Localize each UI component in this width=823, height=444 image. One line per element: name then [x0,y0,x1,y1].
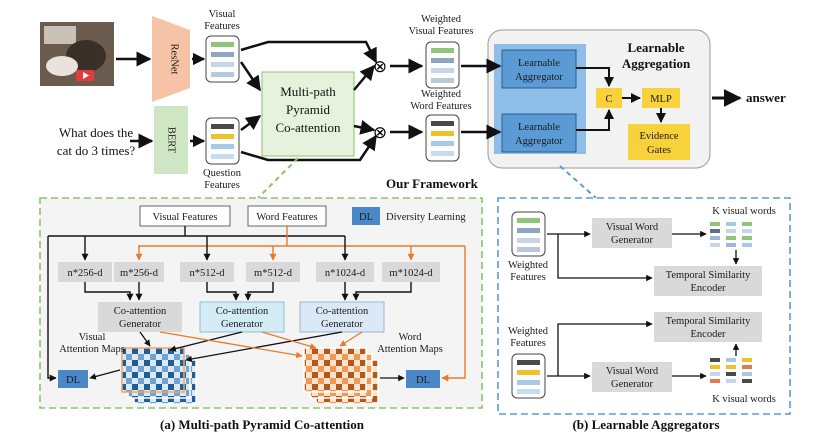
coatt-gen-3-l2: Generator [321,319,363,330]
question-line-1: What does the [59,125,134,140]
panel-a-visual-features: Visual Features [153,212,218,223]
aggregator-bottom-l2: Aggregator [515,136,563,147]
diversity-learning-label: Diversity Learning [386,212,466,223]
resnet-encoder: ResNet [152,16,190,102]
coatt-gen-3-l1: Co-attention [316,306,369,317]
b-tse-bot-l1: Temporal Similarity [666,316,751,327]
evidence-gates-l2: Gates [647,145,671,156]
coattention-l2: Pyramid [286,102,331,117]
visual-attention-l2: Attention Maps [59,344,125,355]
learnable-aggregation-panel: Learnable Aggregator Learnable Aggregato… [487,29,711,169]
b-vwg-top-l2: Generator [611,235,653,246]
aggregator-top-l2: Aggregator [515,72,563,83]
dl-legend-label: DL [359,212,373,223]
dim-boxes: n*256-d m*256-d n*512-d m*512-d n*1024-d… [58,262,440,282]
resnet-label: ResNet [169,44,180,75]
evidence-gates-l1: Evidence [639,131,678,142]
dim-4: n*1024-d [325,268,366,279]
coatt-gen-1-l1: Co-attention [114,306,167,317]
question-features-l2: Features [204,180,240,191]
b-weighted-top-l1: Weighted [508,260,549,271]
learnable-aggregation-l1: Learnable [627,40,684,55]
question-line-2: cat do 3 times? [57,143,136,158]
dim-5: m*1024-d [389,268,433,279]
b-kvw-top: K visual words [712,206,776,217]
bert-encoder: BERT [154,106,188,174]
dim-2: n*512-d [190,268,226,279]
coatt-gen-2-l1: Co-attention [216,306,269,317]
panel-b: Weighted Features Visual Word Generator … [497,197,791,415]
visual-feature-stack [205,35,240,83]
question-features-l1: Question [203,168,242,179]
weighted-word-l1: Weighted [421,89,462,100]
dim-3: m*512-d [254,268,293,279]
answer-label: answer [746,90,786,105]
b-weighted-bot-l2: Features [510,338,546,349]
weighted-visual-l2: Visual Features [409,26,474,37]
bert-label: BERT [166,127,177,154]
b-tse-top-l2: Encoder [691,283,726,294]
weighted-visual-stack [425,41,460,89]
video-thumbnail [40,22,114,86]
panel-a: Visual Features Word Features DL Diversi… [39,197,483,409]
aggregator-top-l1: Learnable [518,58,560,69]
coatt-gen-2-l2: Generator [221,319,263,330]
multiply-icon-visual: ⊗ [373,57,387,76]
k-visual-words-top [710,222,752,247]
b-tse-bot-l2: Encoder [691,329,726,340]
b-weighted-bot-l1: Weighted [508,326,549,337]
b-tse-top-l1: Temporal Similarity [666,270,751,281]
b-weighted-top-l2: Features [510,272,546,283]
b-vwg-bot-l2: Generator [611,379,653,390]
coatt-gen-1-l2: Generator [119,319,161,330]
visual-features-l1: Visual [209,9,236,20]
dim-1: m*256-d [120,268,159,279]
b-vwg-top-l1: Visual Word [606,222,659,233]
coattention-l1: Multi-path [280,84,336,99]
dl-right-label: DL [416,375,430,386]
word-attention-l2: Attention Maps [377,344,443,355]
concat-label: C [605,94,612,105]
coattention-l3: Co-attention [276,120,341,135]
aggregator-bottom-l1: Learnable [518,122,560,133]
b-kvw-bot: K visual words [712,394,776,405]
visual-features-l2: Features [204,21,240,32]
word-attention-l1: Word [398,332,422,343]
dl-left-label: DL [66,375,80,386]
panel-a-word-features: Word Features [256,212,317,223]
weighted-visual-l1: Weighted [421,14,462,25]
panel-a-caption: (a) Multi-path Pyramid Co-attention [160,417,365,432]
question-feature-stack [205,117,240,165]
coattention-module: Multi-path Pyramid Co-attention [261,71,355,157]
top-routing-lines [239,40,378,162]
weighted-word-stack [425,114,460,162]
learnable-aggregation-l2: Aggregation [622,56,691,71]
visual-attention-l1: Visual [79,332,106,343]
dim-0: n*256-d [68,268,104,279]
panel-b-caption: (b) Learnable Aggregators [572,417,719,432]
weighted-word-l2: Word Features [410,101,471,112]
b-vwg-bot-l1: Visual Word [606,366,659,377]
framework-caption: Our Framework [386,176,479,191]
mlp-label: MLP [650,94,672,105]
k-visual-words-bottom [710,358,752,383]
multiply-icon-word: ⊗ [373,123,387,142]
